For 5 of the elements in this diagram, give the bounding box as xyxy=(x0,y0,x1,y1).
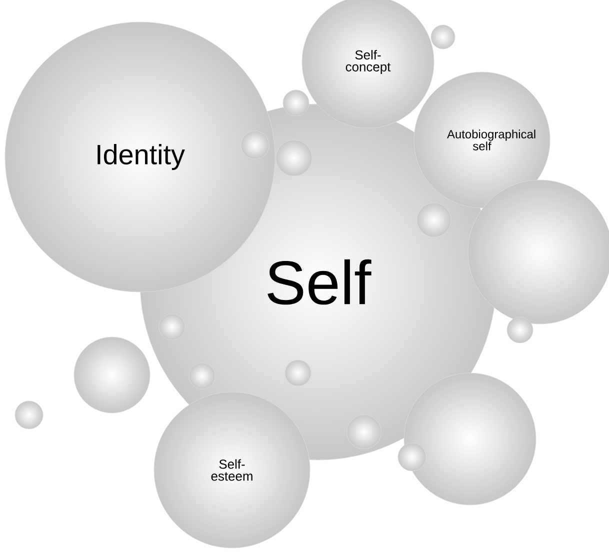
bubble xyxy=(468,180,609,324)
bubble: Self-esteem xyxy=(154,392,310,548)
bubble: Self-concept xyxy=(302,0,434,128)
bubble xyxy=(74,336,150,414)
bubble xyxy=(404,372,536,506)
